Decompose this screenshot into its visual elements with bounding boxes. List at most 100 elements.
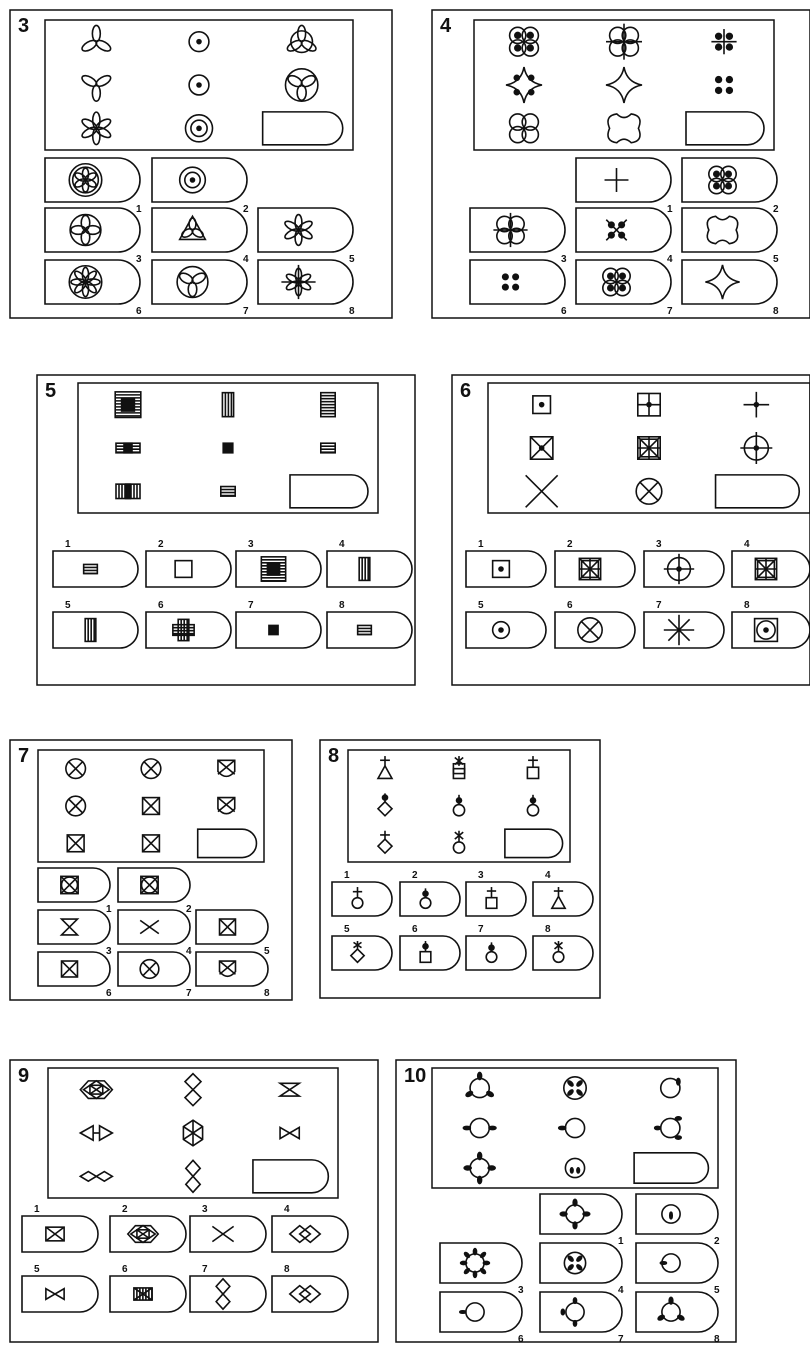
answer-option-3[interactable]: 3	[470, 208, 567, 265]
answer-option-4[interactable]: 4	[327, 539, 412, 587]
answer-option-3[interactable]: 3	[466, 870, 526, 916]
answer-icon	[709, 166, 736, 193]
option-number: 7	[248, 600, 254, 611]
answer-option-3[interactable]: 3	[644, 539, 724, 587]
answer-option-4[interactable]: 4	[152, 208, 249, 265]
answer-icon	[352, 887, 363, 908]
answer-icon	[84, 564, 98, 573]
answer-option-5[interactable]: 5	[682, 208, 779, 265]
answer-option-2[interactable]: 2	[682, 158, 779, 215]
answer-icon	[578, 618, 602, 642]
answer-icon	[177, 267, 208, 298]
answer-icon	[605, 168, 629, 192]
puzzle-frame	[10, 1060, 378, 1342]
answer-option-5[interactable]: 5	[466, 600, 546, 648]
answer-option-7[interactable]: 7	[118, 952, 192, 999]
answer-option-6[interactable]: 6	[45, 260, 142, 317]
answer-option-2[interactable]: 2	[636, 1194, 720, 1247]
answer-option-6[interactable]: 6	[110, 1264, 186, 1312]
option-number: 3	[106, 946, 112, 957]
answer-option-6[interactable]: 6	[38, 952, 112, 999]
answer-option-5[interactable]: 5	[22, 1264, 98, 1312]
answer-option-3[interactable]: 3	[190, 1204, 266, 1252]
answer-option-4[interactable]: 4	[540, 1243, 624, 1296]
matrix-cell-icon	[286, 25, 318, 53]
option-number: 8	[349, 306, 355, 317]
answer-card	[45, 208, 140, 252]
answer-option-8[interactable]: 8	[636, 1292, 720, 1345]
answer-option-6[interactable]: 6	[470, 260, 567, 317]
matrix-cell-icon	[559, 1118, 585, 1137]
answer-option-5[interactable]: 5	[332, 924, 392, 970]
option-number: 8	[744, 600, 750, 611]
matrix-cell-icon	[465, 1072, 494, 1097]
matrix-cell-icon	[115, 392, 141, 418]
answer-card	[110, 1216, 186, 1252]
answer-icon	[283, 215, 313, 246]
answer-option-3[interactable]: 3	[440, 1243, 524, 1296]
answer-option-6[interactable]: 6	[440, 1292, 524, 1345]
answer-card	[540, 1292, 622, 1332]
answer-option-4[interactable]: 4	[118, 910, 192, 957]
option-number: 8	[545, 924, 551, 935]
answer-icon	[460, 1303, 484, 1321]
option-number: 1	[478, 539, 484, 550]
answer-option-8[interactable]: 8	[732, 600, 810, 648]
matrix-cell-icon	[321, 443, 335, 453]
answer-option-5[interactable]: 5	[258, 208, 355, 265]
answer-option-3[interactable]: 3	[236, 539, 321, 587]
answer-option-8[interactable]: 8	[682, 260, 779, 317]
answer-option-1[interactable]: 1	[576, 158, 673, 215]
option-number: 1	[344, 870, 350, 881]
answer-icon	[62, 919, 78, 935]
answer-option-3[interactable]: 3	[45, 208, 142, 265]
answer-card	[636, 1243, 718, 1283]
answer-option-1[interactable]: 1	[540, 1194, 624, 1247]
answer-option-5[interactable]: 5	[636, 1243, 720, 1296]
answer-option-3[interactable]: 3	[38, 910, 112, 957]
answer-option-6[interactable]: 6	[146, 600, 231, 648]
answer-option-2[interactable]: 2	[152, 158, 249, 215]
answer-option-6[interactable]: 6	[555, 600, 635, 648]
answer-option-1[interactable]: 1	[22, 1204, 98, 1252]
option-number: 3	[561, 254, 567, 265]
answer-option-2[interactable]: 2	[555, 539, 635, 587]
answer-card	[540, 1194, 622, 1234]
answer-option-2[interactable]: 2	[118, 868, 192, 915]
answer-option-8[interactable]: 8	[272, 1264, 348, 1312]
answer-option-1[interactable]: 1	[45, 158, 142, 215]
answer-option-8[interactable]: 8	[533, 924, 593, 970]
answer-option-7[interactable]: 7	[236, 600, 321, 648]
answer-option-4[interactable]: 4	[272, 1204, 348, 1252]
matrix-cell-icon	[608, 114, 640, 143]
matrix-cell-icon	[453, 831, 464, 853]
answer-option-7[interactable]: 7	[576, 260, 673, 317]
answer-option-1[interactable]: 1	[466, 539, 546, 587]
answer-option-7[interactable]: 7	[190, 1264, 266, 1312]
matrix-cell-icon	[80, 1081, 112, 1099]
answer-option-1[interactable]: 1	[53, 539, 138, 587]
answer-option-1[interactable]: 1	[332, 870, 392, 916]
answer-option-8[interactable]: 8	[196, 952, 270, 999]
answer-option-4[interactable]: 4	[732, 539, 810, 587]
answer-option-1[interactable]: 1	[38, 868, 112, 915]
answer-option-2[interactable]: 2	[400, 870, 460, 916]
matrix-cell-icon	[80, 25, 112, 53]
answer-option-2[interactable]: 2	[110, 1204, 186, 1252]
answer-option-5[interactable]: 5	[196, 910, 270, 957]
answer-option-4[interactable]: 4	[533, 870, 593, 916]
answer-icon	[220, 919, 236, 935]
answer-option-6[interactable]: 6	[400, 924, 460, 970]
answer-option-8[interactable]: 8	[327, 600, 412, 648]
answer-option-7[interactable]: 7	[466, 924, 526, 970]
answer-option-7[interactable]: 7	[540, 1292, 624, 1345]
answer-option-7[interactable]: 7	[152, 260, 249, 317]
answer-option-2[interactable]: 2	[146, 539, 231, 587]
answer-option-5[interactable]: 5	[53, 600, 138, 648]
answer-option-4[interactable]: 4	[576, 208, 673, 265]
matrix-cell-icon	[378, 831, 392, 853]
puzzle-7: 712345678	[10, 740, 292, 1000]
answer-option-8[interactable]: 8	[258, 260, 355, 317]
blank-answer-slot	[263, 112, 343, 145]
answer-option-7[interactable]: 7	[644, 600, 724, 648]
